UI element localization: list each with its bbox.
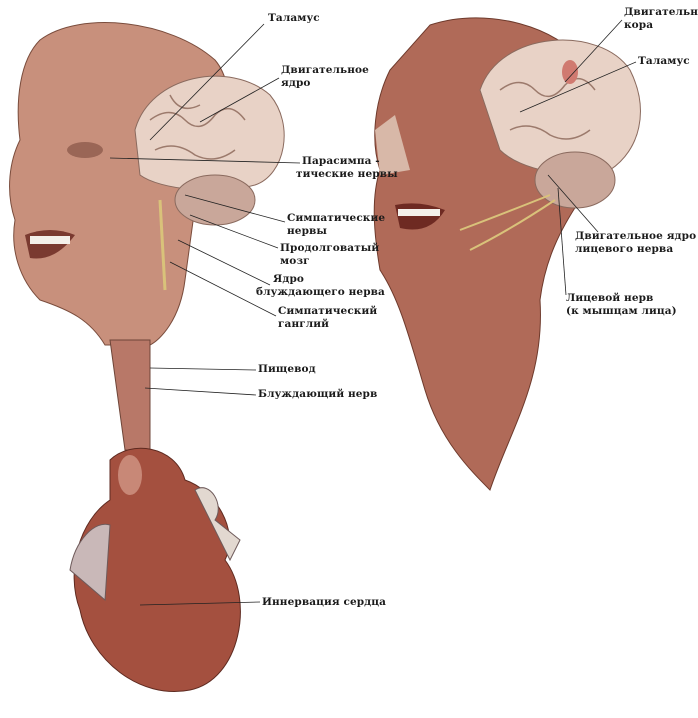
label-line: Двигательное: [281, 64, 369, 76]
right-brain: [459, 39, 641, 251]
label-facial-nerve: Лицевой нерв (к мышцам лица): [566, 292, 677, 317]
label-line: мозг: [280, 254, 310, 267]
label-line: Симпатические: [287, 212, 386, 224]
label-line: лицевого нерва: [575, 242, 674, 255]
label-heart-innervation: Иннервация сердца: [262, 596, 387, 608]
label-line: Двигательная: [624, 6, 698, 18]
leader-lines: [109, 19, 637, 606]
heart: [69, 447, 241, 692]
label-medulla: Продолговатый мозг: [280, 242, 379, 267]
label-line: ганглий: [278, 317, 330, 330]
label-line: нервы: [287, 224, 328, 237]
label-vagus-nucleus: Ядро блуждающего нерва: [256, 273, 385, 298]
label-line: Продолговатый: [280, 242, 380, 254]
label-sympathetic-nerves: Симпатические нервы: [287, 212, 385, 237]
label-motor-cortex: Двигательная кора: [624, 6, 698, 31]
label-thalamus-left: Таламус: [268, 12, 320, 24]
label-vagus-nerve: Блуждающий нерв: [258, 388, 378, 400]
label-line: Парасимпа -: [302, 155, 380, 167]
label-line: Симпатический: [278, 305, 378, 317]
label-line: ядро: [281, 76, 311, 89]
label-motor-nucleus: Двигательное ядро: [281, 64, 369, 89]
label-esophagus: Пищевод: [258, 363, 316, 375]
label-parasympathetic-nerves: Парасимпа - тические нервы: [296, 155, 398, 180]
label-line: Двигательное ядро: [575, 230, 697, 242]
label-sympathetic-ganglion: Симпатический ганглий: [278, 305, 377, 330]
label-thalamus-right: Таламус: [638, 55, 690, 67]
label-line: блуждающего нерва: [256, 285, 385, 298]
label-line: (к мышцам лица): [566, 304, 677, 317]
label-line: Лицевой нерв: [566, 292, 654, 304]
label-line: кора: [624, 18, 654, 31]
label-facial-motor-nucleus: Двигательное ядро лицевого нерва: [575, 230, 696, 255]
label-line: Ядро: [273, 273, 305, 285]
label-line: тические нервы: [296, 167, 398, 180]
